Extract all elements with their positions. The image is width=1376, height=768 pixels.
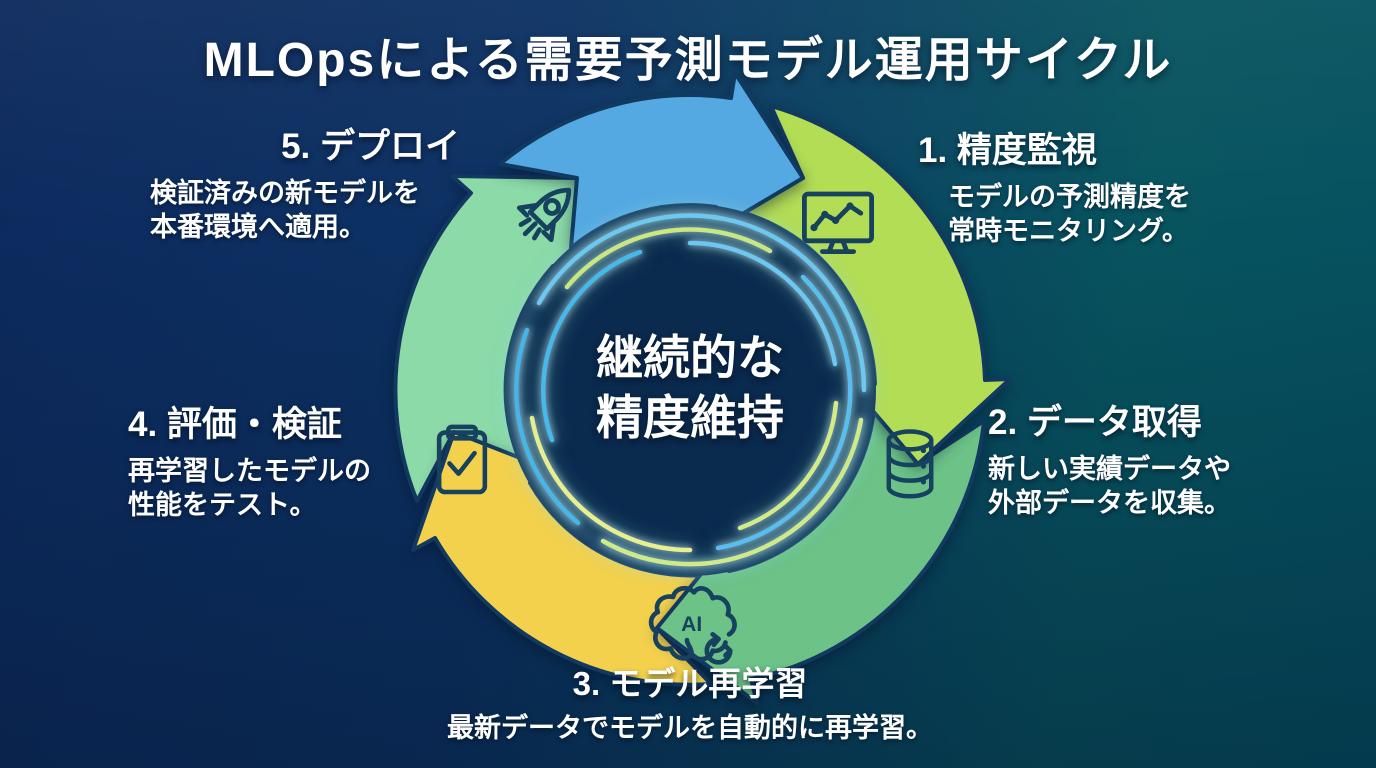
step-5-heading: 5. デプロイ [281, 127, 460, 166]
step-3-desc: 最新データでモデルを自動的に再学習。 [390, 711, 990, 745]
database-icon [886, 429, 934, 499]
page-title: MLOpsによる需要予測モデル運用サイクル [203, 34, 1173, 87]
step-1-heading: 1. 精度監視 [918, 131, 1097, 170]
step-desc-line: 常時モニタリング。 [948, 215, 1189, 246]
step-desc-line: 性能をテスト。 [128, 489, 317, 520]
step-2-data-acquisition: 2. データ取得 新しい実績データや 外部データを収集。 [988, 403, 1231, 520]
center-label-line1: 継続的な [596, 331, 784, 384]
neon-arc [514, 327, 581, 526]
step-desc-line: 最新データでモデルを自動的に再学習。 [447, 713, 933, 744]
step-2-desc: 新しい実績データや 外部データを収集。 [988, 452, 1231, 520]
svg-text:AI: AI [681, 613, 702, 636]
step-desc-line: 外部データを収集。 [988, 487, 1231, 518]
step-5-deploy: 5. デプロイ 検証済みの新モデルを 本番環境へ適用。 [150, 127, 460, 244]
step-desc-line: 再学習したモデルの [128, 455, 371, 486]
step-3-retraining: 3. モデル再学習 最新データでモデルを自動的に再学習。 [390, 665, 990, 745]
neon-arc [564, 227, 773, 290]
neon-arc [541, 249, 643, 443]
step-desc-line: 本番環境へ適用。 [150, 211, 366, 242]
cycle-center-label: 継続的な 精度維持 [530, 328, 850, 448]
step-desc-line: 新しい実績データや [988, 453, 1231, 484]
cycle-hub [504, 204, 876, 576]
step-desc-line: 検証済みの新モデルを [150, 177, 420, 208]
step-2-heading: 2. データ取得 [988, 403, 1202, 442]
step-5-desc: 検証済みの新モデルを 本番環境へ適用。 [150, 176, 460, 244]
step-1-desc: モデルの予測精度を 常時モニタリング。 [948, 180, 1191, 248]
step-4-desc: 再学習したモデルの 性能をテスト。 [128, 454, 371, 522]
neon-arc [737, 400, 839, 531]
step-4-evaluation: 4. 評価・検証 再学習したモデルの 性能をテスト。 [128, 405, 371, 522]
step-1-monitoring: 1. 精度監視 モデルの予測精度を 常時モニタリング。 [918, 131, 1191, 248]
hub-glow [504, 204, 876, 576]
center-label-line2: 精度維持 [596, 391, 784, 445]
neon-arc [687, 240, 838, 367]
monitor-chart-icon [802, 191, 874, 254]
step-4-heading: 4. 評価・検証 [128, 405, 342, 444]
step-desc-line: モデルの予測精度を [948, 181, 1191, 212]
neon-arc [536, 213, 867, 393]
ai-brain-refresh-icon: AI [648, 585, 737, 665]
step-3-heading: 3. モデル再学習 [572, 665, 808, 702]
neon-arc [715, 274, 853, 551]
clipboard-check-icon [436, 424, 488, 495]
rocket-icon [516, 187, 572, 243]
neon-arc [600, 417, 864, 567]
neon-rings [514, 213, 867, 567]
neon-arc [529, 415, 693, 553]
